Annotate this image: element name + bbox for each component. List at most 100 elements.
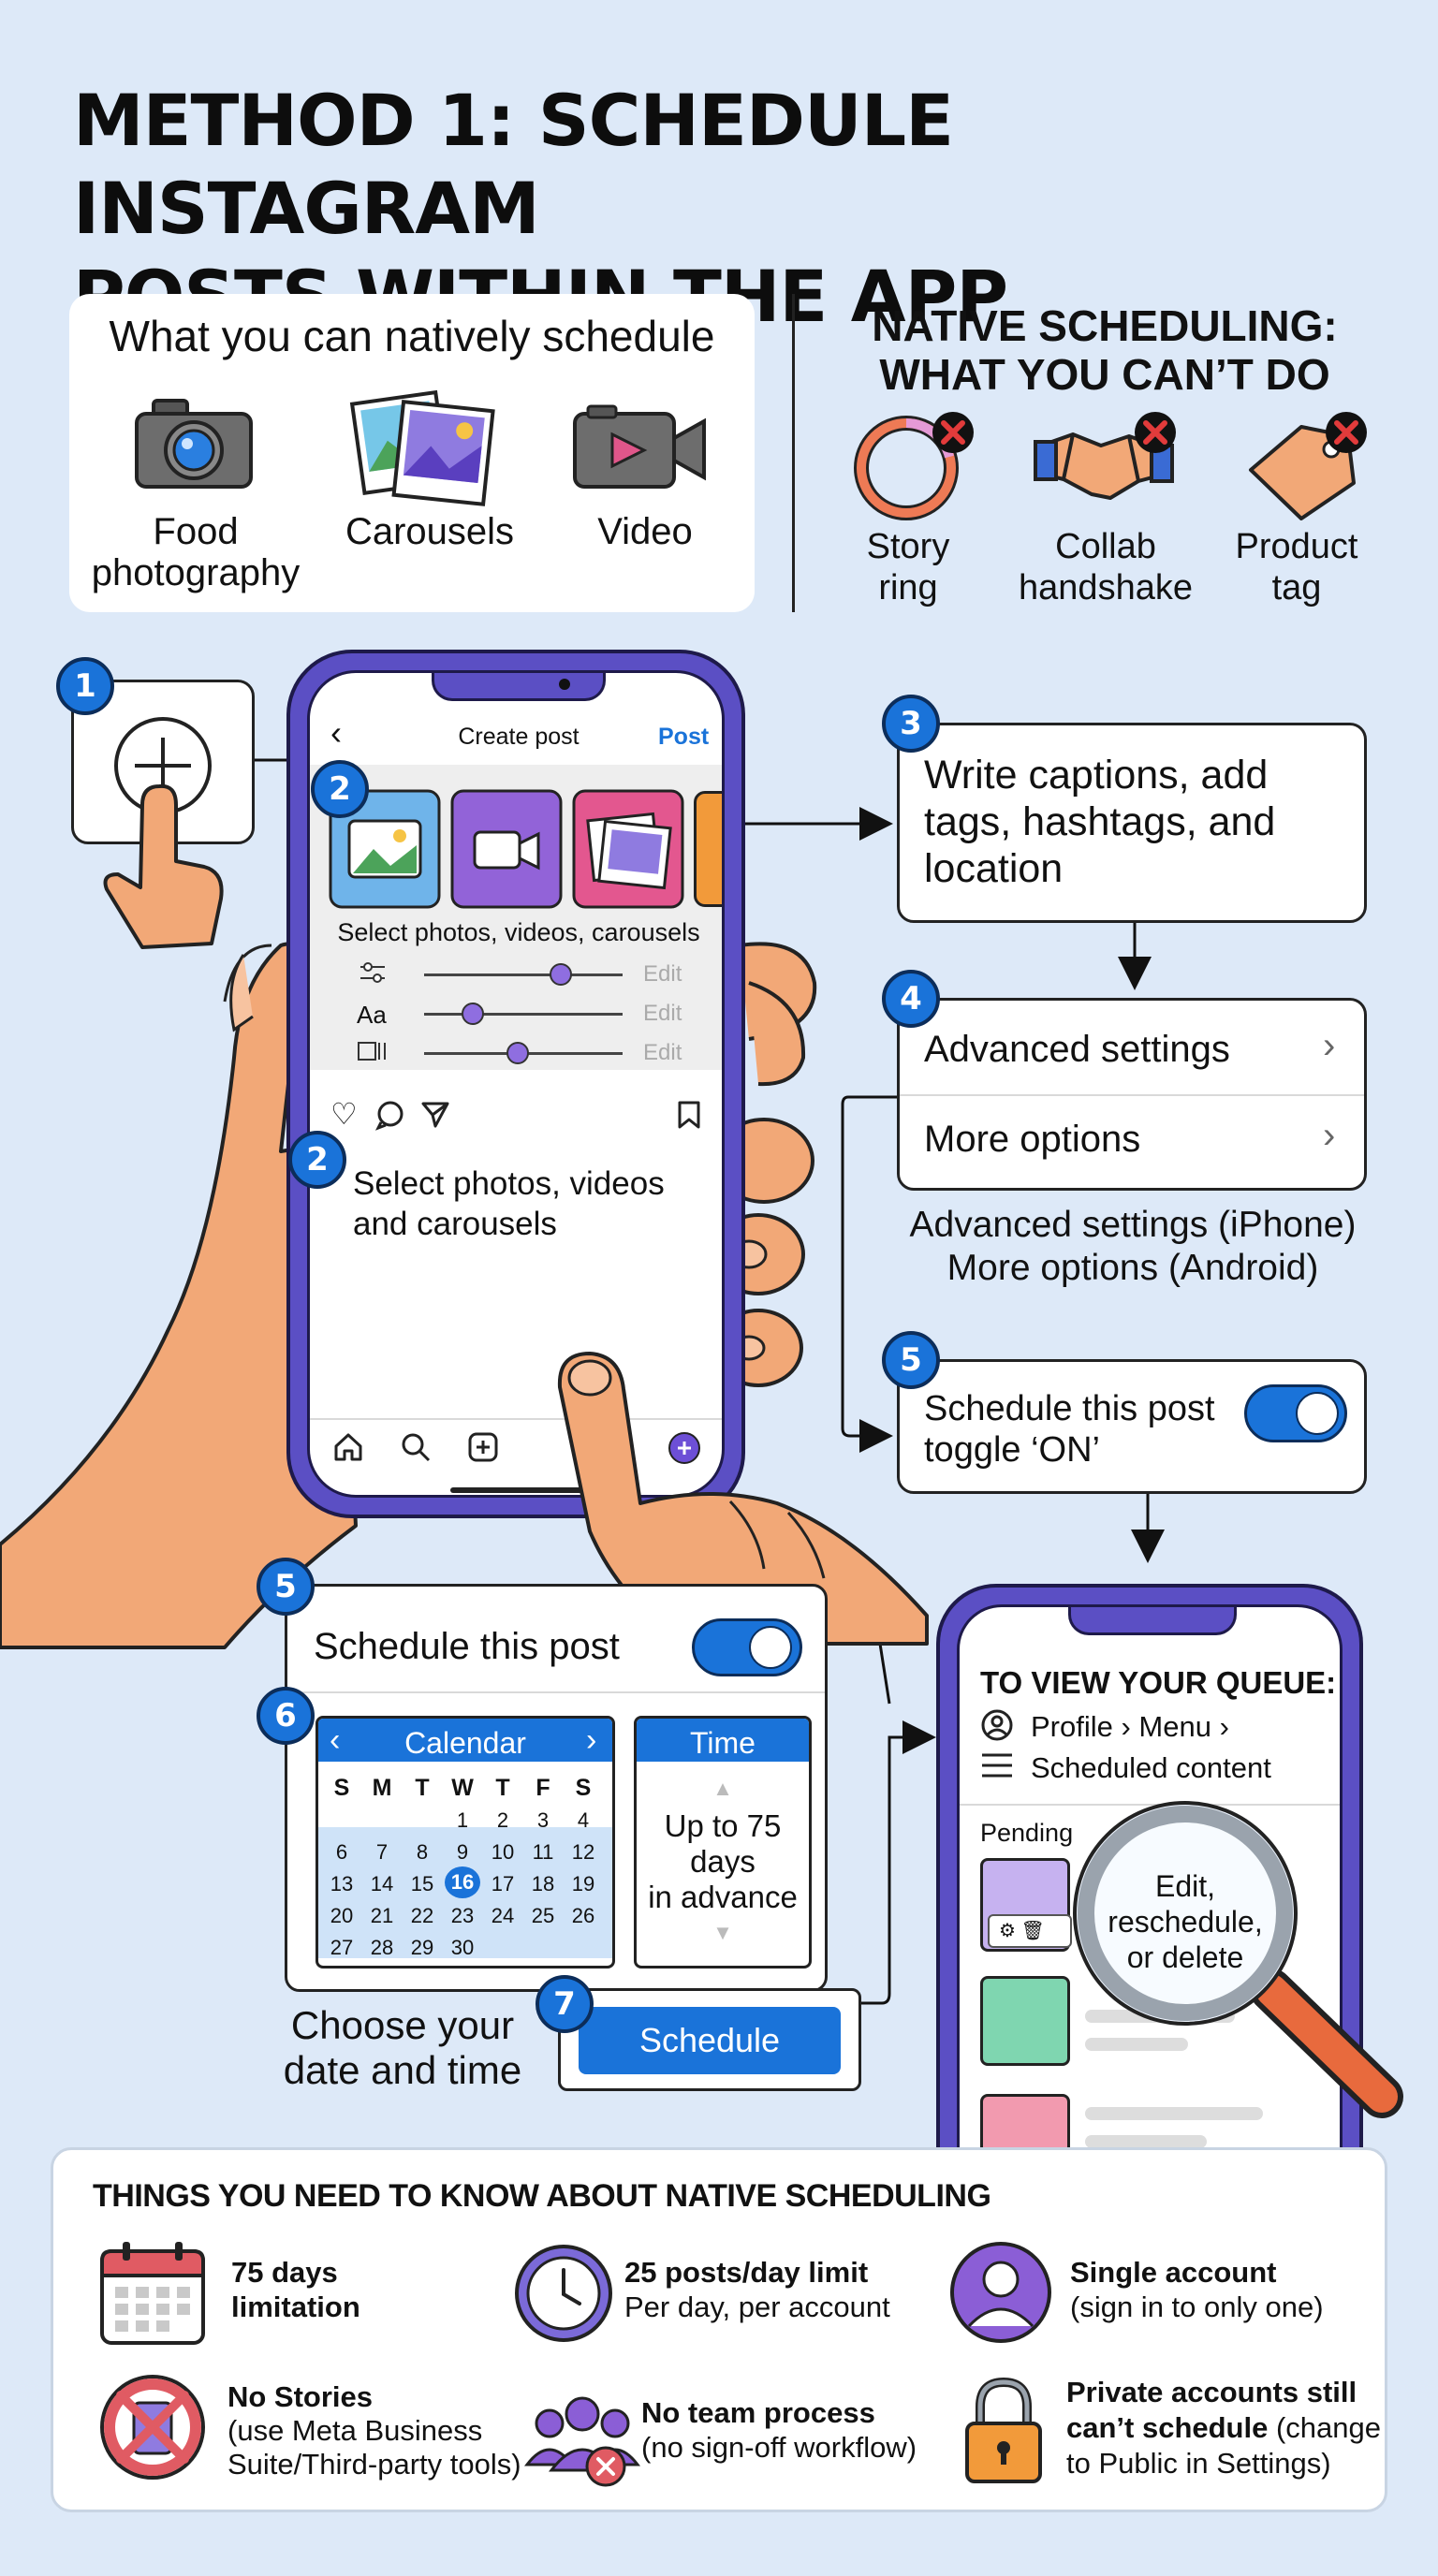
plus-circle-icon[interactable]: [110, 713, 215, 818]
calendar-day[interactable]: 1: [456, 1808, 469, 1832]
calendar-day[interactable]: 3: [536, 1808, 550, 1832]
calendar-day[interactable]: 14: [370, 1872, 394, 1895]
advanced-settings-label: Advanced settings: [924, 1029, 1230, 1070]
calendar-day[interactable]: 23: [450, 1904, 475, 1927]
slider-knob-1[interactable]: [550, 963, 572, 986]
profile-avatar-icon[interactable]: [668, 1431, 701, 1465]
step-badge-2b: 2: [288, 1131, 346, 1189]
queue-title: TO VIEW YOUR QUEUE:: [980, 1665, 1337, 1700]
calendar-day[interactable]: 19: [571, 1872, 595, 1895]
calendar-weekday: W: [451, 1775, 474, 1801]
comment-icon[interactable]: [374, 1100, 405, 1131]
share-icon[interactable]: [420, 1100, 450, 1130]
edit-label-2[interactable]: Edit: [643, 1001, 682, 1026]
queue-path-line2[interactable]: Scheduled content: [1031, 1751, 1271, 1784]
calendar-day[interactable]: 24: [491, 1904, 515, 1927]
magnifier-icon: [1073, 1801, 1403, 2118]
calendar-weekday: M: [372, 1775, 392, 1801]
calendar-day[interactable]: 26: [571, 1904, 595, 1927]
photo-thumbnail[interactable]: [329, 789, 441, 909]
more-options-item[interactable]: More options ›: [900, 1096, 1364, 1190]
select-media-caption: Select photos, videos, carousels: [337, 918, 700, 946]
post-button[interactable]: Post: [658, 724, 710, 750]
calendar-day[interactable]: 7: [375, 1840, 389, 1864]
time-down-arrow-icon[interactable]: ▼: [712, 1921, 733, 1944]
calendar-day[interactable]: 13: [330, 1872, 354, 1895]
calendar-day[interactable]: 9: [456, 1840, 469, 1864]
know-item-no-team: No team process(no sign-off workflow): [641, 2396, 917, 2464]
like-heart-icon[interactable]: ♡: [330, 1097, 358, 1131]
calendar-day[interactable]: 15: [410, 1872, 434, 1895]
calendar-day[interactable]: 25: [531, 1904, 555, 1927]
step-badge-2a: 2: [311, 760, 369, 818]
calendar-day[interactable]: 10: [491, 1840, 515, 1864]
calendar-day-selected[interactable]: 16: [445, 1866, 480, 1898]
calendar-icon: [100, 2242, 205, 2345]
calendar-weekday: T: [495, 1775, 510, 1801]
queue-path-line1[interactable]: Profile › Menu ›: [1031, 1710, 1229, 1743]
edit-label-3[interactable]: Edit: [643, 1040, 682, 1065]
phone-notch: [1068, 1607, 1237, 1635]
panel-toggle-switch[interactable]: [692, 1618, 802, 1676]
calendar-day[interactable]: 5: [606, 1808, 612, 1833]
calendar-day[interactable]: 17: [491, 1872, 515, 1895]
calendar-day[interactable]: 8: [416, 1840, 429, 1864]
carousel-thumbnail[interactable]: [572, 789, 684, 909]
slider-track-1[interactable]: [424, 973, 623, 976]
calendar-day[interactable]: 4: [577, 1808, 590, 1832]
video-camera-icon: [573, 404, 706, 489]
calendar-day[interactable]: 21: [370, 1904, 394, 1927]
calendar-day[interactable]: 18: [531, 1872, 555, 1895]
step4-settings-box: Advanced settings › More options ›: [897, 998, 1367, 1191]
video-thumbnail[interactable]: [450, 789, 563, 909]
things-to-know-heading: THINGS YOU NEED TO KNOW ABOUT NATIVE SCH…: [93, 2178, 991, 2214]
delete-post-icon[interactable]: 🗑: [1020, 1921, 1045, 1941]
add-post-icon[interactable]: [467, 1431, 499, 1463]
slider-track-2[interactable]: [424, 1013, 623, 1016]
calendar-next-icon[interactable]: ›: [586, 1722, 597, 1758]
edit-label-1[interactable]: Edit: [643, 961, 682, 987]
calendar-day[interactable]: 12: [571, 1840, 595, 1864]
calendar-day[interactable]: 28: [370, 1936, 394, 1959]
calendar-day[interactable]: 20: [330, 1904, 354, 1927]
schedule-toggle-label: Schedule this post: [314, 1626, 620, 1667]
slider-knob-3[interactable]: [506, 1042, 529, 1064]
extra-thumbnail[interactable]: [694, 791, 722, 907]
schedule-toggle-switch[interactable]: [1244, 1384, 1347, 1442]
bottom-nav-divider: [310, 1418, 722, 1420]
time-title: Time: [690, 1726, 756, 1760]
calendar-day[interactable]: 2: [496, 1808, 509, 1832]
edit-post-icon[interactable]: ⚙: [999, 1921, 1016, 1941]
calendar-prev-icon[interactable]: ‹: [330, 1722, 341, 1758]
time-up-arrow-icon[interactable]: ▲: [712, 1777, 733, 1800]
section-divider: [792, 294, 795, 612]
profile-icon: [981, 1709, 1013, 1741]
calendar-day[interactable]: 27: [330, 1936, 354, 1959]
calendar-weekday: T: [415, 1775, 430, 1801]
back-chevron-icon[interactable]: ‹: [330, 713, 342, 752]
calendar-day[interactable]: 6: [335, 1840, 348, 1864]
queue-divider: [960, 1804, 1340, 1806]
home-icon[interactable]: [332, 1431, 364, 1463]
team-icon: [523, 2396, 641, 2487]
slider-knob-2[interactable]: [462, 1003, 484, 1025]
schedule-button[interactable]: Schedule: [579, 2007, 841, 2074]
search-icon[interactable]: [400, 1431, 432, 1463]
advanced-settings-item[interactable]: Advanced settings ›: [900, 1001, 1364, 1094]
calendar-day[interactable]: 30: [450, 1936, 475, 1959]
step-badge-5a: 5: [882, 1331, 940, 1389]
calendar-day[interactable]: 29: [410, 1936, 434, 1959]
calendar-day[interactable]: 11: [532, 1840, 554, 1864]
bookmark-icon[interactable]: [677, 1100, 701, 1130]
calendar-day[interactable]: 22: [410, 1904, 434, 1927]
phone-camera-dot: [559, 679, 570, 690]
pending-post-thumb-2[interactable]: [980, 1976, 1070, 2066]
clock-icon: [515, 2245, 612, 2342]
